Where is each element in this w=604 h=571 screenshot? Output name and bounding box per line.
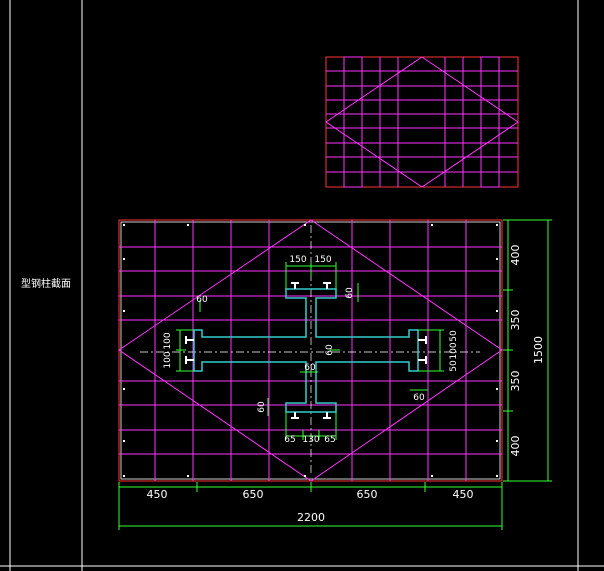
section-inner-outline [120,221,501,480]
dim-flange-bottom-2: 130 [302,435,319,445]
dim-web-1: 60 [345,287,355,299]
dim-web-4: 60 [257,401,267,413]
dim-right-flange-3: 50 [449,360,459,372]
detail-rebar-grid [325,56,519,188]
dim-left-flange-2: 100 [163,351,173,368]
dim-flange-top-2: 150 [314,255,331,265]
dim-right-2: 350 [509,310,522,331]
detail-outline [325,56,519,188]
sidebar-section-label: 型钢柱截面 [21,277,71,290]
dim-flange-thk-1: 60 [196,295,208,305]
shear-studs [185,282,427,419]
dim-total-width: 2200 [297,511,325,524]
dim-flange-top-1: 150 [289,255,306,265]
rebar-cage-detail [325,56,519,188]
dim-left-flange-1: 100 [163,332,173,349]
longitudinal-bars [123,224,498,477]
cross-steel-section [193,288,419,413]
dim-flange-thk-2: 60 [413,393,425,403]
dim-right-4: 400 [509,436,522,457]
dim-web-3: 60 [304,363,316,373]
dim-right-1: 400 [509,245,522,266]
dim-bottom-4: 450 [453,488,474,501]
dim-web-2: 60 [325,344,335,356]
dim-total-height: 1500 [532,336,545,364]
center-lines [140,225,480,476]
dim-bottom-1: 450 [147,488,168,501]
dim-right-3: 350 [509,371,522,392]
dim-right-flange-1: 50 [449,330,459,342]
dim-right-flange-2: 100 [449,342,459,359]
dim-flange-bottom-1: 65 [284,435,295,445]
dim-bottom-2: 650 [243,488,264,501]
dim-flange-bottom-3: 65 [324,435,335,445]
main-rebar-grid [118,219,503,482]
dimension-lines [118,219,552,530]
dim-bottom-3: 650 [357,488,378,501]
